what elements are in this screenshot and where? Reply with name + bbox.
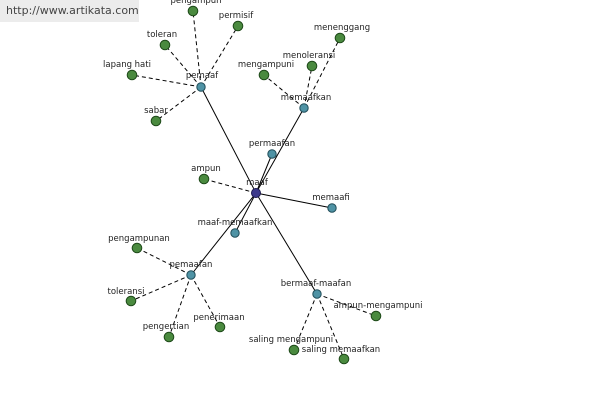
node-ampun-mengampuni[interactable] — [370, 310, 382, 322]
node-pengertian[interactable] — [163, 331, 175, 343]
edge-maaf-pemaaf — [200, 86, 257, 194]
edge-maaf-memaafi — [255, 192, 333, 209]
node-label-menoleransi: menoleransi — [283, 51, 336, 61]
edge-pemaafan-toleransi — [130, 274, 192, 302]
edge-pemaaf-toleran — [164, 44, 202, 88]
edge-pemaafan-pengertian — [168, 274, 192, 338]
node-maaf-memaafkan[interactable] — [230, 228, 240, 238]
edge-memaafkan-menenggang — [303, 37, 341, 109]
node-lapang-hati[interactable] — [126, 69, 138, 81]
edge-pemaafan-penerimaan — [190, 274, 221, 328]
node-toleransi[interactable] — [125, 295, 137, 307]
node-ampun[interactable] — [198, 173, 210, 185]
node-sabar[interactable] — [150, 115, 162, 127]
node-label-maaf: maaf — [246, 178, 269, 188]
node-label-ampun: ampun — [191, 164, 221, 174]
node-label-pengertian: pengertian — [143, 322, 189, 332]
node-label-toleran: toleran — [147, 30, 177, 40]
node-saling-memaafkan[interactable] — [338, 353, 350, 365]
node-pengampunan[interactable] — [131, 242, 143, 254]
node-label-sabar: sabar — [144, 106, 168, 116]
edge-pemaafan-pengampunan — [136, 247, 192, 276]
node-memaafi[interactable] — [327, 203, 337, 213]
node-label-bermaaf-maafan: bermaaf-maafan — [281, 279, 352, 289]
node-label-toleransi: toleransi — [107, 287, 144, 297]
edge-bermaaf-maafan-saling-memaafkan — [316, 293, 345, 360]
edge-memaafkan-menoleransi — [303, 65, 313, 109]
node-label-maaf-memaafkan: maaf-memaafkan — [198, 218, 273, 228]
node-label-saling-mengampuni: saling mengampuni — [249, 335, 333, 345]
node-label-ampun-mengampuni: ampun-mengampuni — [333, 301, 422, 311]
node-saling-mengampuni[interactable] — [288, 344, 300, 356]
edge-maaf-bermaaf-maafan — [255, 192, 318, 295]
edge-bermaaf-maafan-saling-mengampuni — [293, 293, 318, 351]
node-menoleransi[interactable] — [306, 60, 318, 72]
label-layer: maaf pemaaf memaafkan permaafan memaafi maaf-… — [103, 0, 423, 355]
edge-pemaaf-permisif — [200, 25, 239, 88]
node-label-menenggang: menenggang — [314, 23, 370, 33]
edge-maaf-memaafkan — [255, 107, 305, 194]
node-label-permisif: permisif — [219, 11, 254, 21]
edge-pemaaf-lapang-hati — [131, 74, 202, 88]
node-pemaaf[interactable] — [196, 82, 206, 92]
edge-pemaaf-pengampun — [192, 10, 202, 88]
node-bermaaf-maafan[interactable] — [312, 289, 322, 299]
node-toleran[interactable] — [159, 39, 171, 51]
node-label-permaafan: permaafan — [249, 139, 295, 149]
edge-maaf-maaf-memaafkan — [234, 192, 257, 234]
node-maaf[interactable] — [251, 188, 261, 198]
node-permisif[interactable] — [232, 20, 244, 32]
edge-layer — [130, 10, 377, 360]
node-permaafan[interactable] — [267, 149, 277, 159]
node-label-pengampunan: pengampunan — [108, 234, 170, 244]
node-label-memaafkan: memaafkan — [281, 93, 332, 103]
node-pemaafan[interactable] — [186, 270, 196, 280]
node-penerimaan[interactable] — [214, 321, 226, 333]
edge-maaf-permaafan — [255, 153, 273, 194]
node-memaafkan[interactable] — [299, 103, 309, 113]
node-pengampun[interactable] — [187, 5, 199, 17]
edge-memaafkan-mengampuni — [263, 74, 305, 109]
edge-maaf-ampun — [203, 178, 257, 194]
node-label-saling-memaafkan: saling memaafkan — [302, 345, 380, 355]
node-label-pemaaf: pemaaf — [186, 71, 219, 81]
edge-pemaaf-sabar — [155, 86, 202, 122]
node-label-pemaafan: pemaafan — [170, 260, 213, 270]
edge-maaf-pemaafan — [190, 192, 257, 276]
watermark-url: http://www.artikata.com — [0, 0, 139, 22]
node-mengampuni[interactable] — [258, 69, 270, 81]
edge-bermaaf-maafan-ampun-mengampuni — [316, 293, 377, 317]
node-label-mengampuni: mengampuni — [238, 60, 294, 70]
node-label-pengampun: pengampun — [170, 0, 221, 6]
node-menenggang[interactable] — [334, 32, 346, 44]
node-label-lapang-hati: lapang hati — [103, 60, 151, 70]
node-layer — [125, 5, 382, 365]
node-label-penerimaan: penerimaan — [193, 313, 244, 323]
node-label-memaafi: memaafi — [312, 193, 350, 203]
